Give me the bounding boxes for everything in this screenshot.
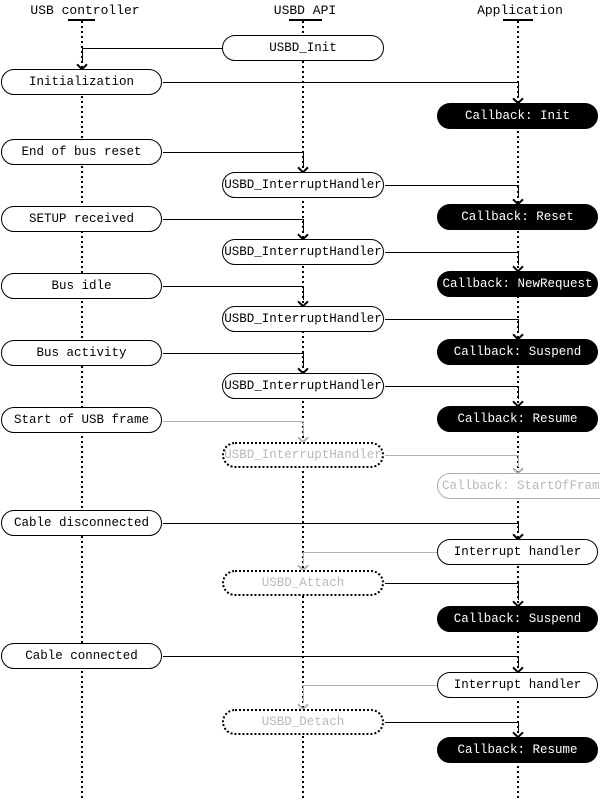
connector-interrupt-handler-to-usbd-detach-drop bbox=[303, 685, 304, 703]
connector-usbd-detach-to-callback-resume-drop bbox=[518, 722, 519, 731]
connector-bus-activity-to-handler-drop bbox=[303, 353, 304, 367]
connector-start-of-frame-to-handler-drop bbox=[303, 421, 304, 436]
connector-usbd-attach-to-callback-suspend-drop bbox=[518, 583, 519, 600]
api-box-usbd-interrupt-handler-3: USBD_InterruptHandler bbox=[222, 306, 384, 332]
connector-usbd-attach-to-callback-suspend bbox=[385, 583, 518, 584]
header-tick-usbd-api bbox=[289, 19, 322, 21]
connector-usbd-init-to-initialization-drop bbox=[82, 48, 83, 63]
callback-box-resume-2: Callback: Resume bbox=[437, 737, 598, 763]
header-tick-application bbox=[503, 19, 533, 21]
event-box-initialization: Initialization bbox=[1, 69, 162, 95]
callback-box-suspend-2: Callback: Suspend bbox=[437, 606, 598, 632]
connector-handler-to-callback-newrequest-drop bbox=[518, 252, 519, 265]
api-box-usbd-attach: USBD_Attach bbox=[222, 570, 384, 596]
callback-box-suspend-1: Callback: Suspend bbox=[437, 339, 598, 365]
lifeline-usbd-api bbox=[302, 21, 304, 800]
event-box-end-of-bus-reset: End of bus reset bbox=[1, 139, 162, 165]
connector-handler-to-callback-resume-drop bbox=[518, 386, 519, 399]
event-box-bus-activity: Bus activity bbox=[1, 340, 162, 366]
connector-start-of-frame-to-handler bbox=[163, 421, 303, 422]
connector-handler-to-callback-newrequest bbox=[385, 252, 518, 253]
callback-box-startofframe: Callback: StartOfFrame bbox=[437, 473, 600, 499]
connector-interrupt-handler-to-usbd-attach-drop bbox=[303, 552, 304, 564]
connector-bus-idle-to-handler-drop bbox=[303, 286, 304, 300]
connector-handler-to-callback-reset bbox=[385, 185, 518, 186]
connector-handler-to-callback-suspend bbox=[385, 319, 518, 320]
connector-usbd-detach-to-callback-resume bbox=[385, 722, 518, 723]
connector-interrupt-handler-to-usbd-attach bbox=[303, 552, 437, 553]
app-box-interrupt-handler-2: Interrupt handler bbox=[437, 672, 598, 698]
connector-setup-received-to-handler-drop bbox=[303, 219, 304, 233]
app-box-interrupt-handler-1: Interrupt handler bbox=[437, 539, 598, 565]
api-box-usbd-init: USBD_Init bbox=[222, 35, 384, 61]
callback-box-resume-1: Callback: Resume bbox=[437, 406, 598, 432]
column-header-usbd-api: USBD API bbox=[273, 3, 337, 18]
event-box-cable-connected: Cable connected bbox=[1, 643, 162, 669]
connector-setup-received-to-handler bbox=[163, 219, 303, 220]
connector-cable-disconnected-to-interrupt-handler bbox=[163, 523, 518, 524]
callback-box-init: Callback: Init bbox=[437, 103, 598, 129]
api-box-usbd-interrupt-handler-1: USBD_InterruptHandler bbox=[222, 172, 384, 198]
connector-cable-connected-to-interrupt-handler-drop bbox=[518, 656, 519, 666]
api-box-usbd-interrupt-handler-4: USBD_InterruptHandler bbox=[222, 373, 384, 399]
event-box-cable-disconnected: Cable disconnected bbox=[1, 510, 162, 536]
callback-box-reset: Callback: Reset bbox=[437, 204, 598, 230]
connector-initialization-to-callback-init bbox=[163, 82, 518, 83]
connector-handler-to-callback-reset-drop bbox=[518, 185, 519, 198]
column-header-usb-controller: USB controller bbox=[30, 3, 140, 18]
connector-handler-to-callback-startofframe-drop bbox=[518, 455, 519, 467]
event-box-setup-received: SETUP received bbox=[1, 206, 162, 232]
connector-cable-disconnected-to-interrupt-handler-drop bbox=[518, 523, 519, 533]
connector-handler-to-callback-suspend-drop bbox=[518, 319, 519, 332]
connector-bus-activity-to-handler bbox=[163, 353, 303, 354]
connector-handler-to-callback-resume bbox=[385, 386, 518, 387]
connector-initialization-to-callback-init-drop bbox=[518, 82, 519, 97]
connector-end-of-bus-reset-to-handler-drop bbox=[303, 152, 304, 166]
connector-bus-idle-to-handler bbox=[163, 286, 303, 287]
connector-end-of-bus-reset-to-handler bbox=[163, 152, 303, 153]
event-box-start-of-usb-frame: Start of USB frame bbox=[1, 407, 162, 433]
connector-usbd-init-to-initialization bbox=[82, 48, 222, 49]
api-box-usbd-interrupt-handler-optional: USBD_InterruptHandler bbox=[222, 442, 384, 468]
connector-handler-to-callback-startofframe bbox=[385, 455, 518, 456]
connector-cable-connected-to-interrupt-handler bbox=[163, 656, 518, 657]
api-box-usbd-interrupt-handler-2: USBD_InterruptHandler bbox=[222, 239, 384, 265]
connector-interrupt-handler-to-usbd-detach bbox=[303, 685, 437, 686]
callback-box-newrequest: Callback: NewRequest bbox=[437, 271, 598, 297]
header-tick-usb-controller bbox=[68, 19, 95, 21]
column-header-application: Application bbox=[477, 3, 563, 18]
api-box-usbd-detach: USBD_Detach bbox=[222, 709, 384, 735]
event-box-bus-idle: Bus idle bbox=[1, 273, 162, 299]
